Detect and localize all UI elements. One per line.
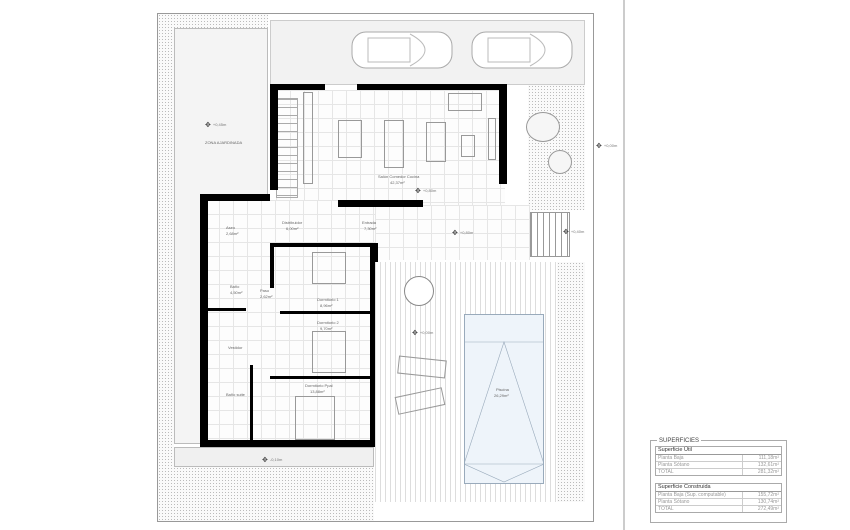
wall — [270, 243, 274, 288]
kitchen-island — [338, 120, 362, 158]
wall — [208, 308, 246, 311]
dorm-ppal-name: Dormitorio Ppal — [305, 383, 333, 388]
plot-boundary — [157, 13, 594, 522]
tv-unit — [488, 118, 496, 160]
surfaces-title: SUPERFICIES — [657, 438, 702, 444]
round-table — [404, 276, 434, 306]
bed-icon — [295, 396, 335, 440]
table-row: Planta Baja (Sup. computable)155,72m² — [656, 492, 781, 499]
coffee-table — [461, 135, 475, 157]
bano-suite-name: Baño suite — [226, 392, 245, 397]
bedroom-wing — [205, 200, 375, 445]
wall — [200, 440, 378, 447]
pool-floor-lines — [464, 341, 544, 483]
car-icon — [471, 31, 573, 69]
level-terrace: +0,80m — [452, 229, 473, 237]
bed-icon — [312, 331, 346, 373]
gravel-left-garden — [158, 14, 174, 521]
gravel-top-left — [158, 14, 268, 28]
wall — [370, 243, 378, 447]
wall — [270, 84, 325, 90]
bano-name: Baño — [230, 284, 240, 289]
distributor-area: 6,00m² — [286, 226, 299, 231]
living-area — [276, 90, 505, 205]
paso-name: Paso — [260, 288, 270, 293]
built-heading: Superficie Construida — [656, 484, 781, 492]
pool-name: Piscina — [496, 387, 509, 392]
dorm2-name: Dormitorio 2 — [317, 320, 339, 325]
aseo-area: 2,68m² — [226, 231, 239, 236]
entrance-name: Entrada — [362, 220, 377, 225]
bano-area: 4,50m² — [230, 290, 243, 295]
level-living: +0,80m — [415, 187, 436, 195]
staircase — [276, 98, 298, 198]
wall — [357, 84, 507, 90]
wall — [200, 194, 208, 446]
dining-table — [384, 120, 404, 168]
useful-heading: Superficie Útil — [656, 447, 781, 455]
car-icon — [351, 31, 453, 69]
aseo-name: Aseo — [226, 225, 236, 230]
gravel-bottom — [158, 467, 374, 521]
wall — [250, 365, 253, 445]
gravel-right — [528, 85, 585, 210]
level-outer-right: +0,00m — [596, 142, 617, 150]
dorm2-area: 9,70m² — [320, 326, 333, 331]
level-bottom-path: -0,10m — [262, 456, 282, 464]
wall — [499, 84, 507, 184]
wall — [338, 200, 423, 207]
living-name: Salón Comedor Cocina — [378, 174, 420, 179]
sheet-divider — [623, 0, 625, 530]
dorm1-name: Dormitorio 1 — [317, 297, 339, 302]
armchair — [448, 93, 482, 111]
pool-area: 26,29m² — [494, 393, 509, 398]
wall — [270, 84, 278, 190]
wall — [270, 243, 378, 247]
paso-area: 2,62m² — [260, 294, 273, 299]
living-area-value: 42,37m² — [390, 180, 405, 185]
gravel-right-lower — [557, 262, 585, 502]
sofa — [426, 122, 446, 162]
bed-icon — [312, 252, 346, 284]
boulder-icon — [548, 150, 572, 174]
level-entry-steps: +0,40m — [563, 228, 584, 236]
wall — [270, 376, 375, 379]
dorm1-area: 8,96m² — [320, 303, 333, 308]
dorm-ppal-area: 13,88m² — [310, 389, 325, 394]
entrance-area: 7,30m² — [364, 226, 377, 231]
distributor-name: Distribuidor — [282, 220, 303, 225]
garden-zone-label: ZONA AJARDINADA — [205, 140, 243, 145]
wall — [280, 311, 375, 314]
boulder-icon — [526, 112, 560, 142]
level-pool-deck: +0,00m — [412, 329, 433, 337]
vestidor-name: Vestidor — [228, 345, 243, 350]
wall — [200, 194, 270, 201]
kitchen-counter — [303, 92, 313, 184]
level-garden: +0,45m — [205, 121, 226, 129]
